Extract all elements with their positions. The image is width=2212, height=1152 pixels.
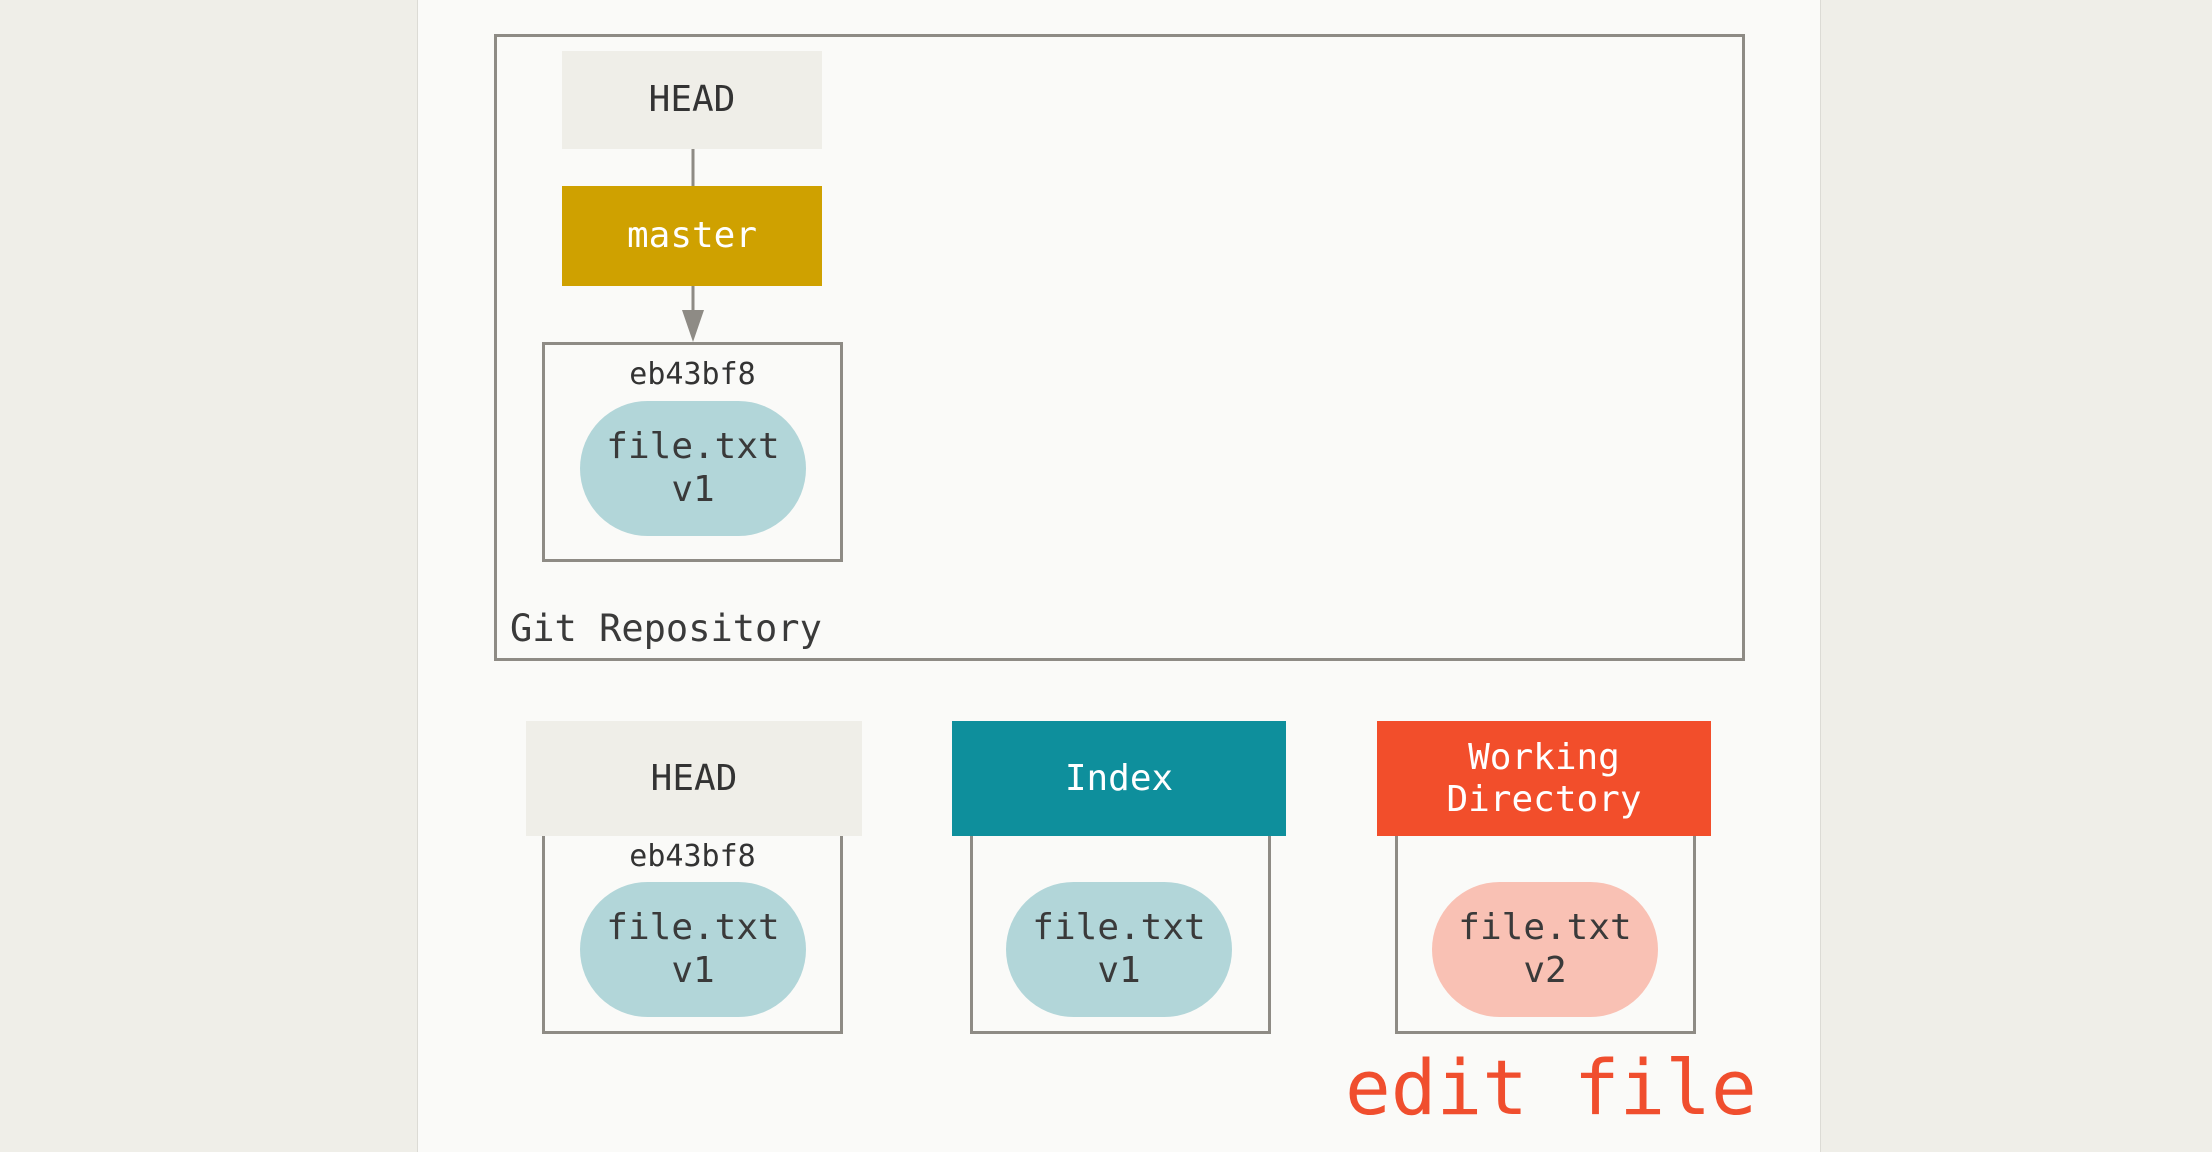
repo-commit-hash: eb43bf8 — [629, 357, 756, 392]
head-tree-file-blob: file.txt v1 — [580, 882, 806, 1017]
edit-file-annotation: edit file — [1345, 1043, 1757, 1132]
repo-commit-file-blob: file.txt v1 — [580, 401, 806, 536]
working-directory-label: Working Directory — [1377, 721, 1711, 836]
git-repository-label: Git Repository — [510, 607, 822, 650]
git-repository-frame — [494, 34, 1745, 661]
repo-head-ref: HEAD — [562, 51, 822, 149]
index-tree-label: Index — [952, 721, 1286, 836]
repo-commit-box — [542, 342, 843, 562]
head-tree-label: HEAD — [526, 721, 862, 836]
head-tree-hash: eb43bf8 — [629, 839, 756, 874]
index-tree-file-blob: file.txt v1 — [1006, 882, 1232, 1017]
master-branch-ref: master — [562, 186, 822, 286]
working-directory-file-blob: file.txt v2 — [1432, 882, 1658, 1017]
